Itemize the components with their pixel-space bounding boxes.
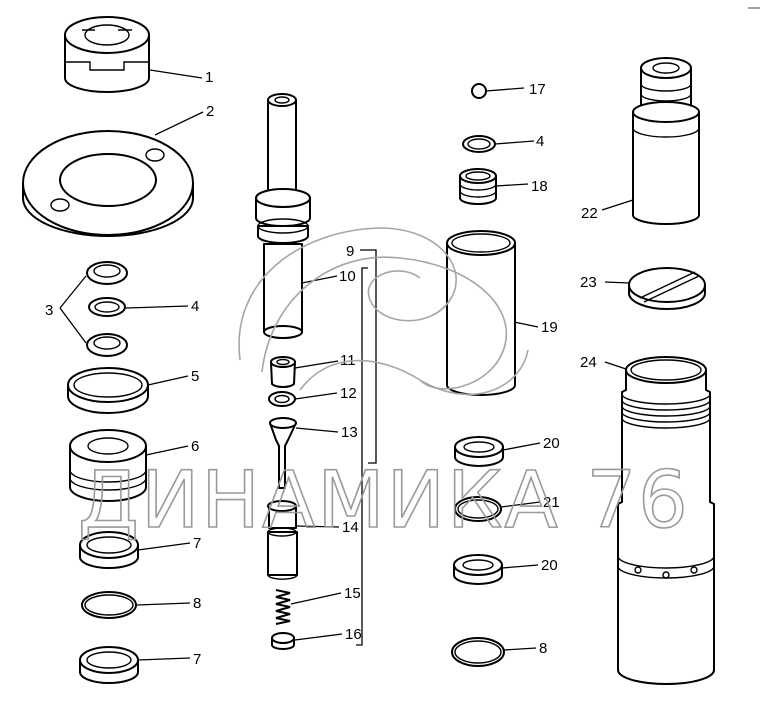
callout-12: 12 [340, 385, 357, 402]
callout-18: 18 [531, 178, 548, 195]
callout-8-left: 8 [193, 595, 201, 612]
callout-8-right: 8 [539, 640, 547, 657]
watermark-text: ДИНАМИКА 76 [78, 456, 690, 546]
part-4-o-ring-left [88, 297, 126, 317]
part-17-ball [471, 83, 487, 99]
part-4-o-ring-right [462, 135, 496, 153]
callout-6: 6 [191, 438, 199, 455]
callout-7-lower: 7 [193, 651, 201, 668]
callout-2: 2 [206, 103, 214, 120]
part-18-seal [459, 168, 497, 205]
part-19-tube [446, 230, 516, 396]
callout-4-right: 4 [536, 133, 544, 150]
assembly-bracket-9 [356, 249, 377, 646]
callout-13: 13 [341, 424, 358, 441]
part-3-ring-bottom [86, 333, 128, 357]
part-13-needle [269, 417, 297, 489]
callout-20-upper: 20 [543, 435, 560, 452]
callout-1: 1 [205, 69, 213, 86]
callout-7-upper: 7 [193, 535, 201, 552]
callout-23: 23 [580, 274, 597, 291]
callout-4-left: 4 [191, 298, 199, 315]
callout-5: 5 [191, 368, 199, 385]
callout-24: 24 [580, 354, 597, 371]
part-22-fitting [632, 57, 700, 225]
callout-3: 3 [45, 302, 53, 319]
part-5-ring [67, 367, 149, 414]
callout-19: 19 [541, 319, 558, 336]
part-16-cap [271, 632, 295, 650]
callout-15: 15 [344, 585, 361, 602]
callout-14: 14 [342, 519, 359, 536]
callout-9: 9 [346, 243, 354, 260]
part-20-washer-upper [454, 436, 504, 467]
callout-21: 21 [543, 494, 560, 511]
part-7-seal-upper [79, 531, 139, 569]
part-2-flange [22, 130, 194, 237]
callout-16: 16 [345, 626, 362, 643]
part-12-washer [268, 391, 296, 407]
callout-10: 10 [339, 268, 356, 285]
part-21-o-ring [454, 496, 502, 522]
part-23-slotted-cap [628, 267, 706, 310]
part-24-housing [617, 356, 715, 685]
callout-20-lower: 20 [541, 557, 558, 574]
callout-22: 22 [581, 205, 598, 222]
watermark-logo: ДИНАМИКА 76 [77, 227, 690, 547]
part-8-o-ring-right [451, 637, 505, 667]
part-1-slotted-nut [64, 16, 150, 93]
part-10-stem [255, 93, 311, 339]
part-15-spring [275, 589, 291, 625]
part-8-o-ring-left [81, 591, 137, 619]
part-20-washer-lower [453, 554, 503, 585]
part-14-plunger [267, 500, 298, 580]
callout-17: 17 [529, 81, 546, 98]
part-11-sleeve [270, 356, 296, 389]
part-7-seal-lower [79, 646, 139, 684]
part-6-body [69, 429, 147, 502]
part-3-ring-top [86, 261, 128, 285]
